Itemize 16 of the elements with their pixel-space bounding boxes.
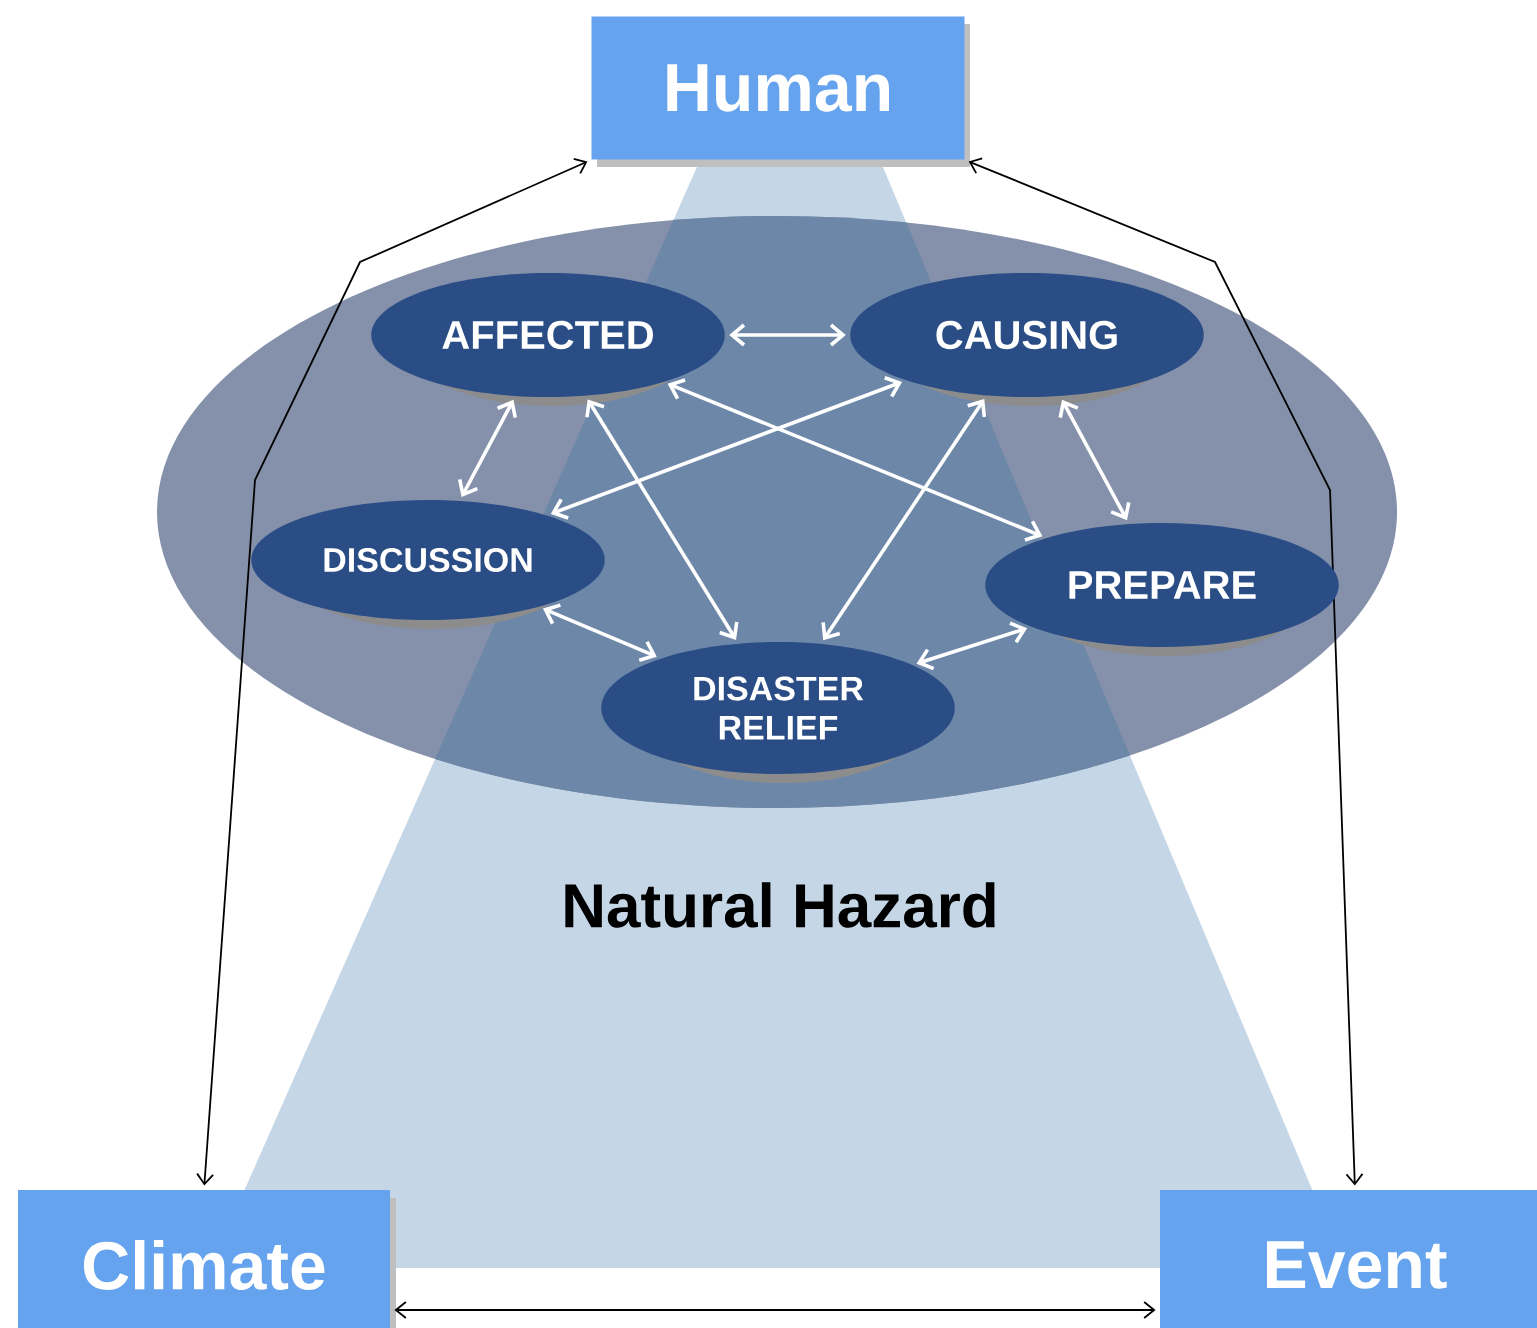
arrow bbox=[585, 399, 739, 640]
arrow bbox=[821, 399, 987, 641]
arrow bbox=[968, 157, 1364, 1186]
arrow bbox=[550, 376, 903, 520]
label-box: Human bbox=[591, 16, 970, 167]
arrow bbox=[667, 378, 1043, 542]
arrow bbox=[1058, 399, 1131, 521]
label-box: Climate bbox=[18, 1190, 396, 1328]
band-title: Natural Hazard bbox=[565, 882, 995, 928]
arrow bbox=[196, 157, 588, 1186]
arrow bbox=[542, 603, 657, 662]
arrow bbox=[729, 323, 846, 347]
arrow bbox=[394, 1301, 1156, 1319]
label-box: Event bbox=[1160, 1190, 1537, 1328]
arrow bbox=[457, 399, 518, 498]
arrow bbox=[916, 621, 1028, 671]
